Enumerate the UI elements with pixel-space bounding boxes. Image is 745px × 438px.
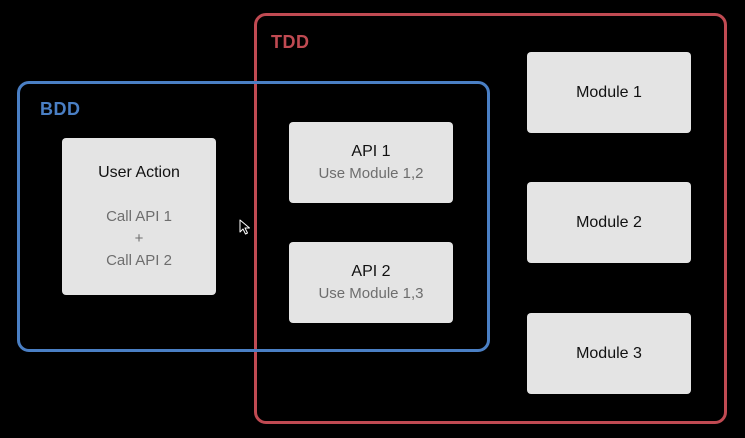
bdd-label: BDD	[40, 99, 81, 119]
api-1-title: API 1	[351, 142, 391, 160]
user-action-call-1: Call API 1	[106, 207, 172, 225]
api-1-detail: Use Module 1,2	[318, 164, 424, 182]
module-1-box: Module 1	[527, 52, 691, 133]
user-action-plus: +	[134, 229, 144, 247]
module-3-box: Module 3	[527, 313, 691, 394]
user-action-box: User Action Call API 1 + Call API 2	[62, 138, 216, 295]
module-2-title: Module 2	[576, 213, 642, 231]
tdd-region	[254, 13, 727, 424]
module-2-box: Module 2	[527, 182, 691, 263]
tdd-label: TDD	[271, 32, 310, 52]
api-2-box: API 2 Use Module 1,3	[289, 242, 453, 323]
module-3-title: Module 3	[576, 344, 642, 362]
api-2-detail: Use Module 1,3	[318, 284, 424, 302]
mouse-pointer-icon	[239, 219, 250, 235]
bdd-region	[17, 81, 490, 352]
api-2-title: API 2	[351, 262, 391, 280]
module-1-title: Module 1	[576, 83, 642, 101]
user-action-call-2: Call API 2	[106, 251, 172, 269]
api-1-box: API 1 Use Module 1,2	[289, 122, 453, 203]
user-action-title: User Action	[98, 163, 180, 181]
